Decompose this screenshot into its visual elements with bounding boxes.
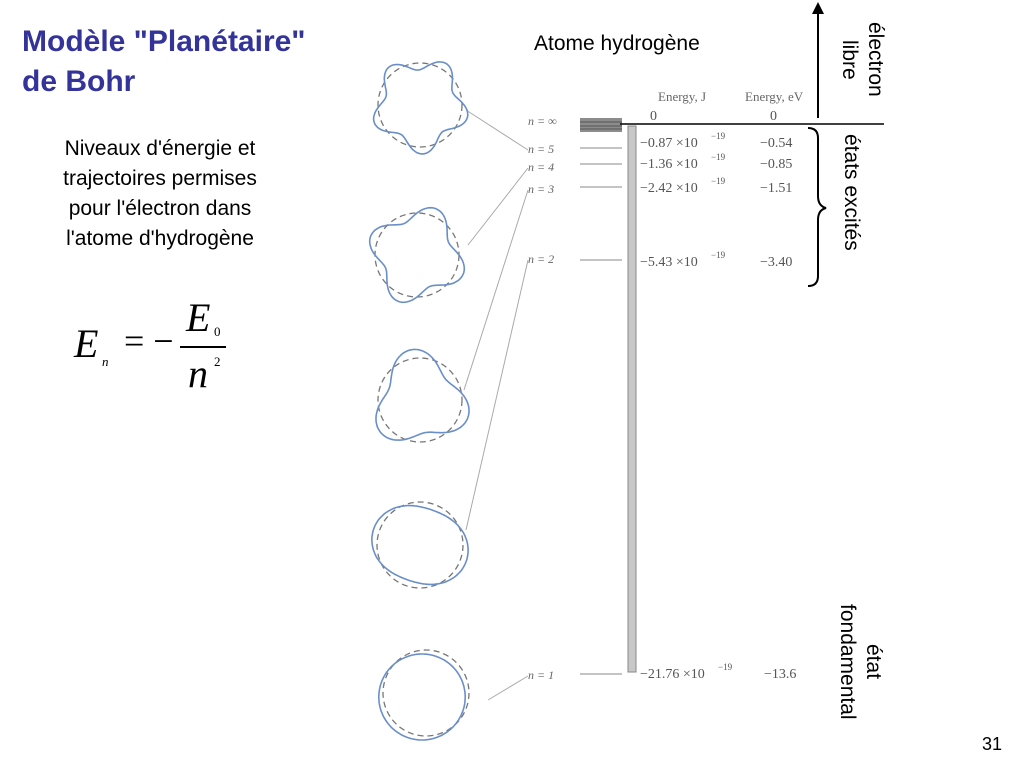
formula-E: E	[74, 321, 99, 366]
ground-state-line-2: fondamental	[836, 604, 859, 720]
slide-subtitle: Niveaux d'énergie et trajectoires permis…	[28, 134, 292, 254]
header-energy-j: Energy, J	[658, 89, 706, 104]
free-electron-line-1: électron	[864, 22, 887, 97]
formula-equals-minus: = −	[124, 321, 174, 361]
ground-state-line-1: état	[862, 644, 885, 680]
level-exponent: −19	[718, 662, 733, 672]
formula-squared: 2	[214, 354, 221, 369]
subtitle-line: Niveaux d'énergie et	[64, 137, 256, 160]
level-n-label: n = 5	[528, 142, 554, 156]
level-energy-ev: −1.51	[760, 181, 792, 196]
title-line-1: Modèle "Planétaire"	[22, 25, 306, 58]
level-energy-j: −2.42 ×10	[640, 181, 698, 196]
energy-formula: E n = − E 0 n 2	[74, 294, 244, 396]
label-excited-states: états excités	[840, 134, 863, 251]
subtitle-line: trajectoires permises	[63, 167, 257, 190]
arrow-head-icon	[812, 2, 824, 14]
free-electron-line-2: libre	[838, 39, 861, 80]
formula-numerator-E: E	[186, 295, 211, 340]
level-energy-ev: −13.6	[764, 667, 796, 682]
connector-lines	[463, 109, 529, 701]
level-n-label: n = 4	[528, 160, 554, 174]
slide-title: Modèle "Planétaire" de Bohr	[22, 22, 306, 102]
orbit-dashed-circle	[376, 501, 464, 589]
orbit-dashed-circle	[377, 62, 463, 148]
level-n-label: n = ∞	[528, 114, 557, 128]
label-ground-state: état fondamental	[834, 604, 886, 720]
orbit-standing-wave	[368, 206, 466, 304]
orbit-dashed-circle	[377, 357, 463, 443]
formula-denominator-n: n	[188, 351, 208, 396]
atom-title: Atome hydrogène	[534, 32, 700, 55]
orbit-standing-wave	[375, 348, 470, 441]
level-exponent: −19	[711, 250, 726, 260]
continuum-block	[580, 118, 622, 132]
orbit-patterns	[368, 61, 470, 741]
formula-zero-subscript: 0	[214, 324, 221, 339]
subtitle-line: l'atome d'hydrogène	[66, 227, 254, 250]
level-energy-j: −21.76 ×10	[640, 667, 705, 682]
title-line-2: de Bohr	[22, 65, 136, 98]
level-n-label: n = 2	[528, 252, 554, 266]
level-energy-ev: −3.40	[760, 255, 792, 270]
orbit-standing-wave	[378, 653, 466, 741]
orbit-dashed-circle	[382, 649, 470, 737]
level-energy-ev: 0	[770, 109, 777, 124]
formula-fraction-bar	[180, 346, 226, 348]
subtitle-line: pour l'électron dans	[68, 197, 252, 220]
header-energy-ev: Energy, eV	[745, 89, 804, 104]
level-energy-j: −5.43 ×10	[640, 255, 698, 270]
level-n-label: n = 3	[528, 182, 554, 196]
level-energy-ev: −0.54	[760, 136, 792, 151]
level-energy-j: −1.36 ×10	[640, 157, 698, 172]
level-exponent: −19	[711, 131, 726, 141]
orbit-standing-wave	[371, 504, 469, 586]
level-energy-ev: −0.85	[760, 157, 792, 172]
excited-states-brace	[807, 127, 827, 287]
orbit-standing-wave	[372, 61, 469, 155]
level-exponent: −19	[711, 176, 726, 186]
label-free-electron: électron libre	[836, 22, 888, 97]
energy-bar	[627, 125, 637, 673]
level-n-label: n = 1	[528, 668, 554, 682]
page-number: 31	[981, 734, 1002, 754]
formula-n-subscript: n	[102, 354, 109, 369]
level-energy-j: −0.87 ×10	[640, 136, 698, 151]
level-exponent: −19	[711, 152, 726, 162]
level-energy-j: 0	[650, 109, 657, 124]
